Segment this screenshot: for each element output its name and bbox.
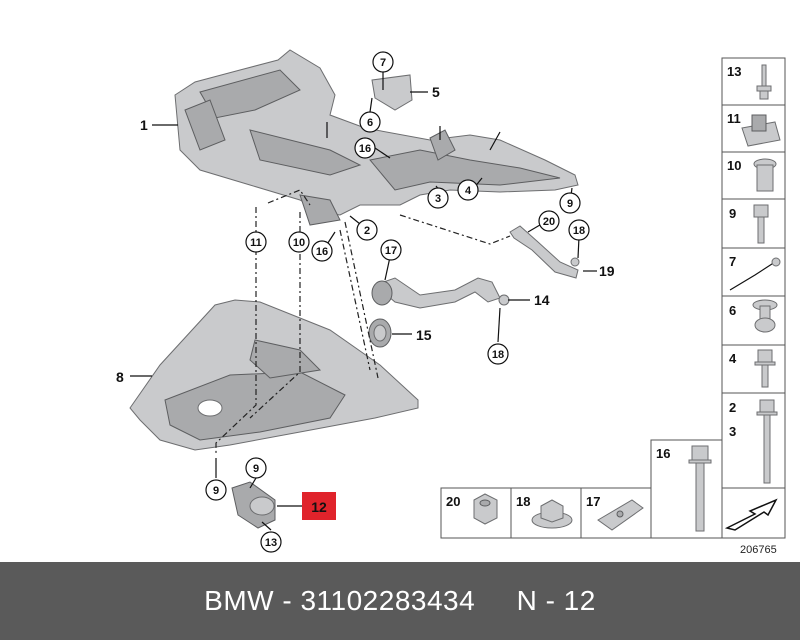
rivet-icon <box>756 64 772 100</box>
callout-15: 15 <box>416 327 432 343</box>
flange-bolt-icon <box>754 349 776 388</box>
callout-8: 8 <box>116 369 124 385</box>
callout-10: 10 <box>288 231 310 253</box>
svg-text:12: 12 <box>311 499 327 515</box>
svg-text:3: 3 <box>435 193 441 205</box>
hex-nut-icon <box>473 493 498 525</box>
legend-label-18: 18 <box>516 494 530 509</box>
callout-9-pad: 9 <box>245 457 267 479</box>
svg-text:10: 10 <box>293 237 305 249</box>
legend-label-13: 13 <box>727 64 741 79</box>
front-axle-subframe <box>174 49 579 226</box>
legend-label-2: 2 <box>729 400 736 415</box>
footer-bar: BMW - 31102283434 N - 12 <box>0 562 800 640</box>
legend-label-7: 7 <box>729 254 736 269</box>
svg-text:4: 4 <box>465 185 472 197</box>
clamp-icon <box>597 499 644 531</box>
callout-13: 13 <box>260 531 282 553</box>
legend-label-3: 3 <box>729 424 736 439</box>
diagram-canvas: 1 5 19 14 15 8 7 6 16 3 4 9 2 16 11 10 <box>116 49 786 556</box>
callout-14: 14 <box>534 292 550 308</box>
callout-7: 7 <box>372 51 394 73</box>
legend-label-9: 9 <box>729 206 736 221</box>
part-number-caption: BMW - 31102283434 N - 12 <box>204 585 596 616</box>
bolt-icon <box>753 204 769 244</box>
parts-diagram: 1 5 19 14 15 8 7 6 16 3 4 9 2 16 11 10 <box>116 49 786 556</box>
callout-6: 6 <box>359 111 381 133</box>
assembly-lines <box>215 189 511 455</box>
svg-text:6: 6 <box>367 117 373 129</box>
bushing-icon <box>753 158 777 192</box>
legend-bottom: 16 20 18 17 <box>440 439 723 539</box>
cable-tie-icon <box>729 257 781 291</box>
callout-19: 19 <box>599 263 615 279</box>
svg-text:16: 16 <box>316 246 328 258</box>
callout-16-bottom: 16 <box>311 240 333 262</box>
svg-text:7: 7 <box>380 57 386 69</box>
callout-11: 11 <box>245 231 267 253</box>
callout-9-bottom: 9 <box>205 479 227 501</box>
wishbone-arm <box>371 277 510 309</box>
callout-16-top: 16 <box>354 137 376 159</box>
svg-text:18: 18 <box>492 349 504 361</box>
svg-text:2: 2 <box>364 225 370 237</box>
callout-3: 3 <box>427 187 449 209</box>
svg-text:11: 11 <box>250 237 262 249</box>
legend-label-10: 10 <box>727 158 741 173</box>
svg-text:20: 20 <box>543 216 555 228</box>
legend-label-17: 17 <box>586 494 600 509</box>
svg-text:18: 18 <box>573 225 585 237</box>
view-arrow-icon <box>724 498 778 531</box>
legend-label-11: 11 <box>727 111 741 126</box>
callout-20: 20 <box>538 210 560 232</box>
callout-4: 4 <box>457 179 479 201</box>
long-hex-bolt-icon <box>688 445 712 532</box>
callout-12-highlight[interactable]: 12 <box>302 492 336 520</box>
svg-text:16: 16 <box>359 143 371 155</box>
callout-18-top: 18 <box>568 219 590 241</box>
legend-label-6: 6 <box>729 303 736 318</box>
svg-text:13: 13 <box>265 537 277 549</box>
legend-label-20: 20 <box>446 494 460 509</box>
callout-9-right: 9 <box>559 192 581 214</box>
callout-18-bottom: 18 <box>487 343 509 365</box>
rubber-mount-12 <box>231 481 276 529</box>
legend-label-16: 16 <box>656 446 670 461</box>
long-bolt-icon <box>756 399 778 484</box>
callout-1: 1 <box>140 117 148 133</box>
expanding-rivet-icon <box>752 299 778 333</box>
svg-text:17: 17 <box>385 245 397 257</box>
collar-nut-icon <box>531 499 573 529</box>
diagram-number: 206765 <box>740 544 777 556</box>
svg-text:9: 9 <box>253 463 259 475</box>
clip-nut-icon <box>741 114 781 147</box>
callout-2: 2 <box>356 219 378 241</box>
legend-column: 13 11 10 9 7 6 4 2 3 <box>721 57 786 539</box>
svg-text:9: 9 <box>213 485 219 497</box>
legend-label-4: 4 <box>729 351 737 366</box>
callout-5: 5 <box>432 84 440 100</box>
svg-text:9: 9 <box>567 198 573 210</box>
callout-17: 17 <box>380 239 402 261</box>
tension-strut <box>509 225 580 279</box>
hydro-mount-15 <box>368 318 392 348</box>
